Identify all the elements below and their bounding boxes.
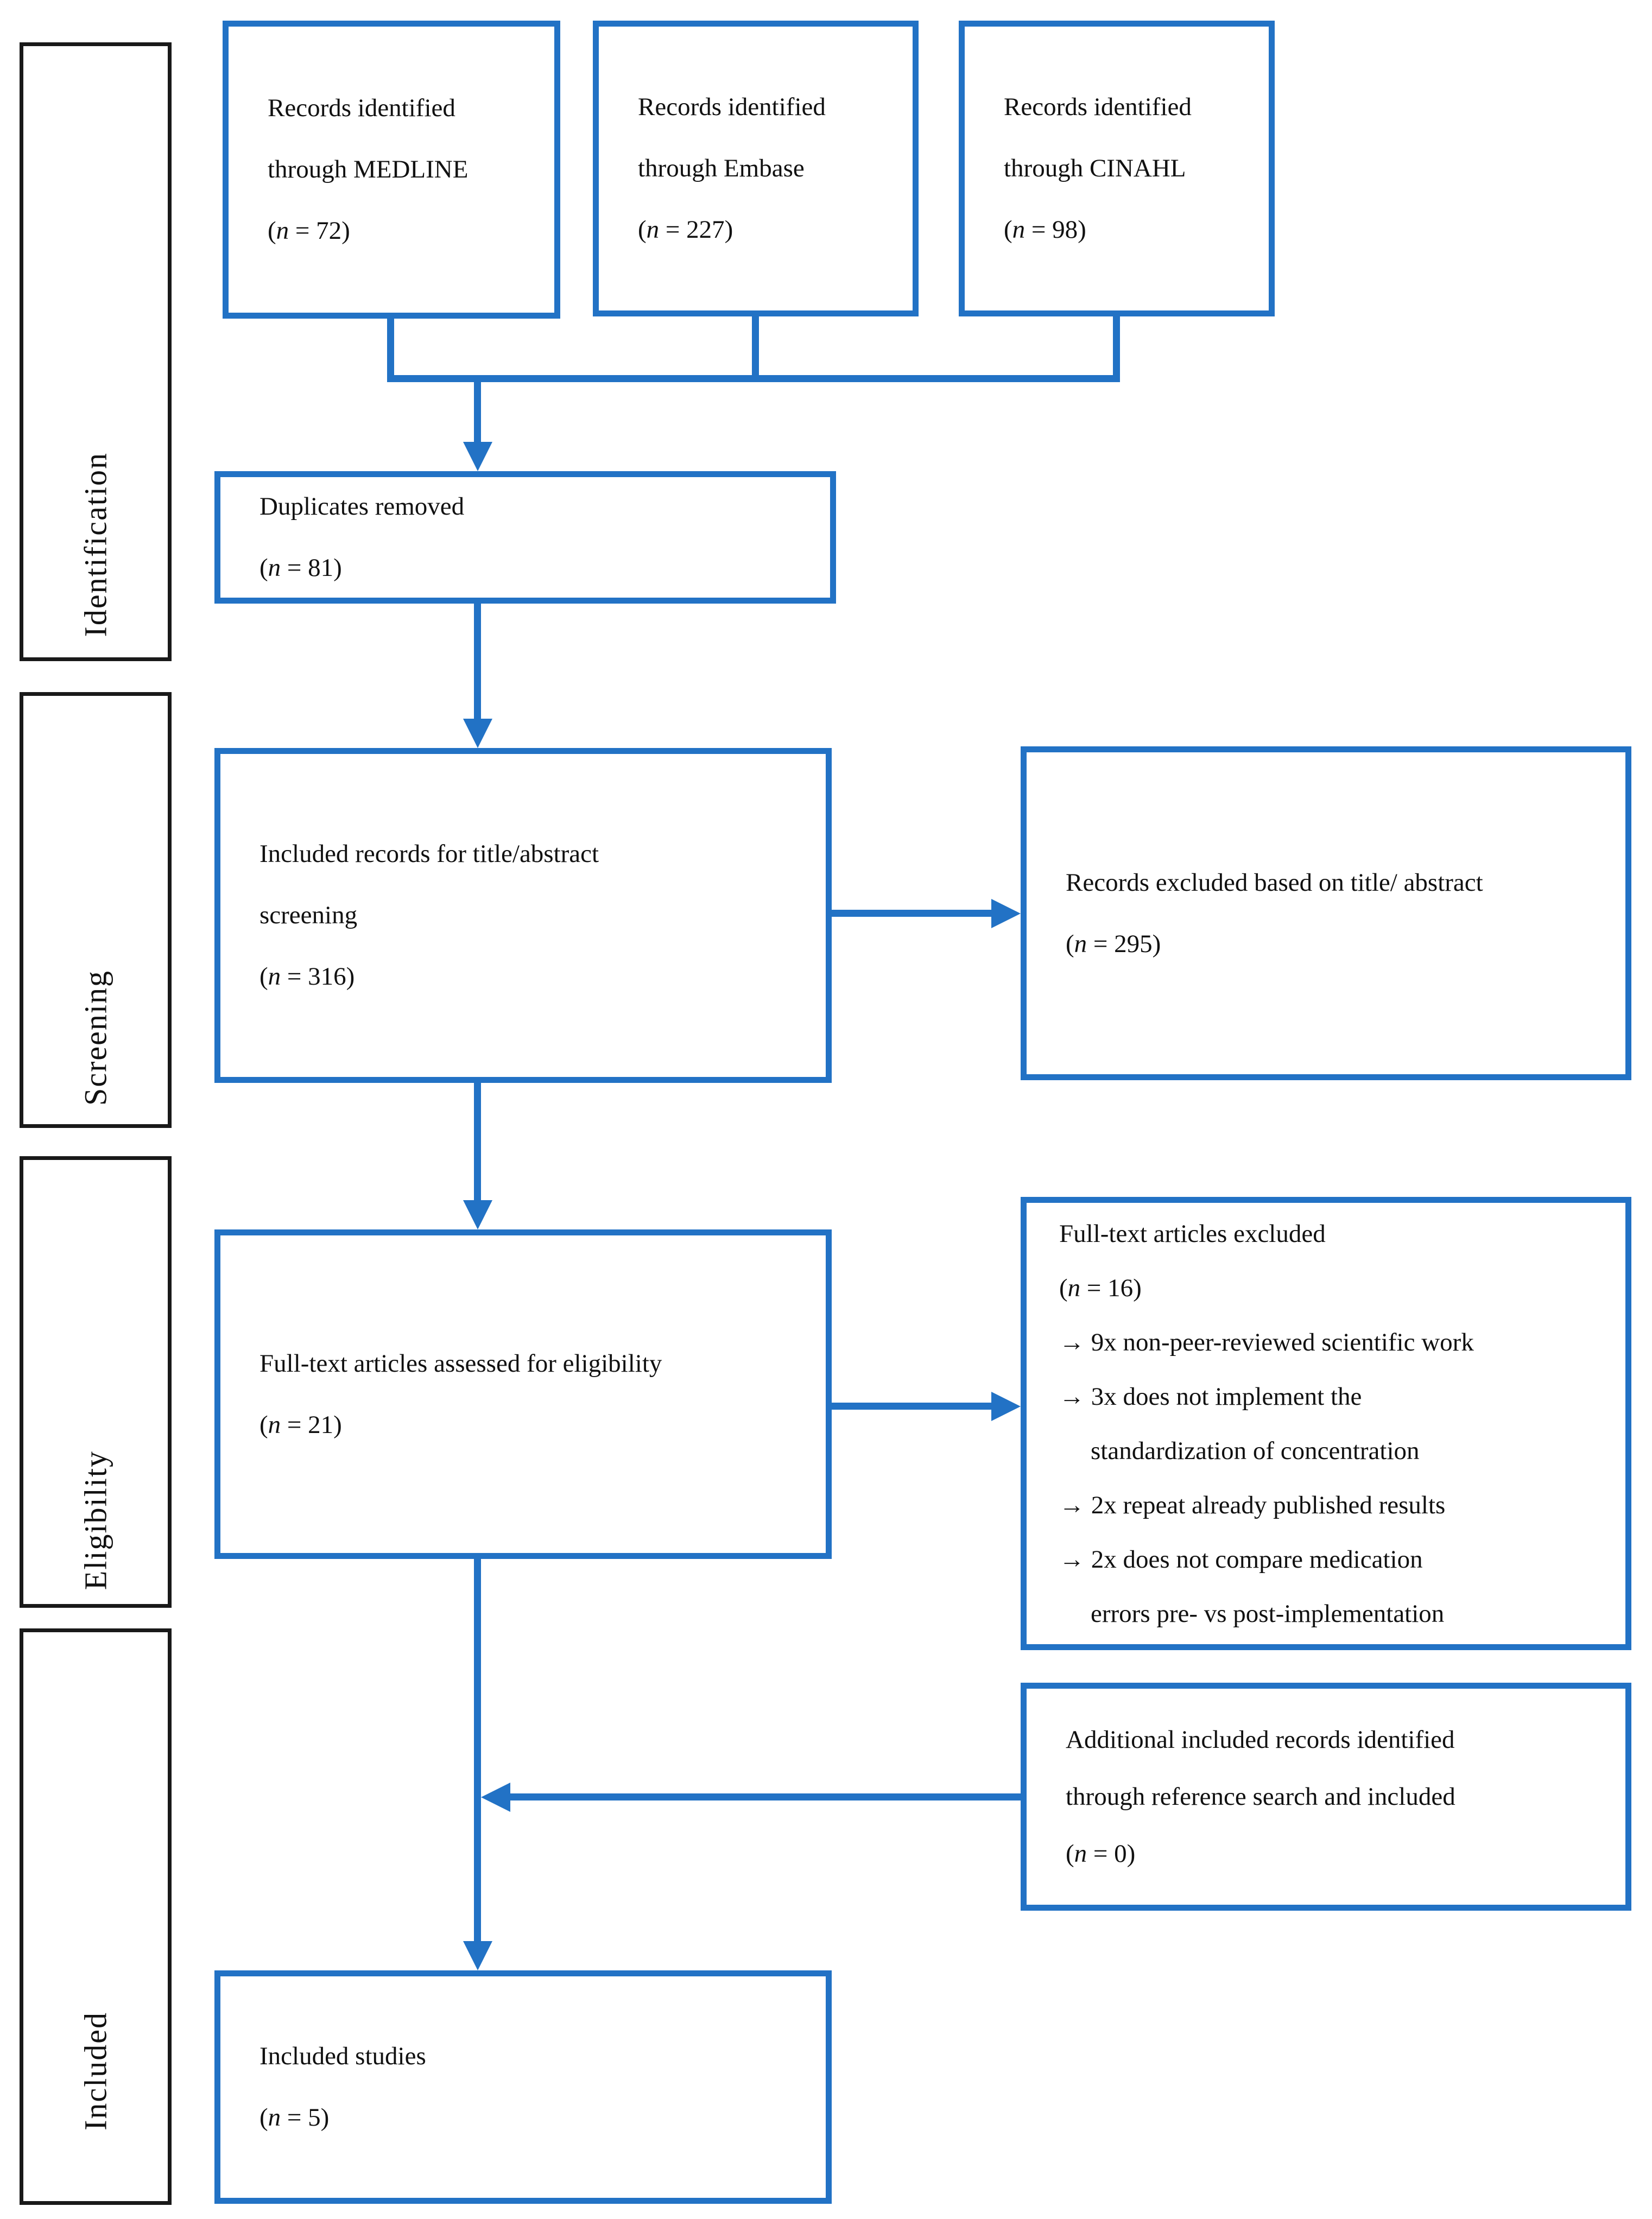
box-duplicates-removed: Duplicates removed (n = 81) xyxy=(214,471,836,604)
stage-label-included: Included xyxy=(78,2012,113,2131)
box-count: (n = 295) xyxy=(1066,929,1161,958)
box-fulltext-assessed: Full-text articles assessed for eligibil… xyxy=(214,1229,832,1559)
arrow-line-fulltext-to-included xyxy=(474,1557,481,1942)
box-included-studies: Included studies (n = 5) xyxy=(214,1970,832,2204)
arrow-line-screening-to-fulltext xyxy=(474,1081,481,1202)
box-text: Included studies xyxy=(259,2042,426,2070)
box-text: Records identified xyxy=(268,94,455,122)
box-text: Additional included records identified xyxy=(1066,1725,1455,1754)
arrowhead-right-to-fulltext-excluded xyxy=(991,1392,1021,1421)
arrow-line-additional-to-spine xyxy=(509,1793,1022,1800)
arrowhead-down-to-screening xyxy=(463,719,492,748)
connector-stub-embase xyxy=(752,315,759,382)
box-fulltext-excluded: Full-text articles excluded (n = 16) → 9… xyxy=(1021,1197,1631,1650)
box-source-medline: Records identified through MEDLINE (n = … xyxy=(223,21,560,319)
arrowhead-down-to-duplicates xyxy=(463,442,492,471)
box-count: (n = 227) xyxy=(638,215,733,244)
connector-stub-cinahl xyxy=(1113,315,1120,382)
stage-label-eligibility: Eligibility xyxy=(78,1450,113,1590)
arrowhead-down-to-fulltext xyxy=(463,1200,492,1229)
box-count: (n = 5) xyxy=(259,2103,330,2132)
box-text: Full-text articles assessed for eligibil… xyxy=(259,1349,662,1378)
box-text: Duplicates removed xyxy=(259,492,465,521)
box-count: (n = 21) xyxy=(259,1410,342,1439)
exclusion-reason: → 3x does not implement the xyxy=(1059,1382,1362,1411)
box-additional-records: Additional included records identified t… xyxy=(1021,1683,1631,1911)
box-text: through Embase xyxy=(638,154,805,182)
box-text: through MEDLINE xyxy=(268,155,469,183)
box-text: Included records for title/abstract xyxy=(259,840,599,868)
box-text: Records excluded based on title/ abstrac… xyxy=(1066,868,1483,897)
box-count: (n = 72) xyxy=(268,217,350,245)
exclusion-reason: → 2x repeat already published results xyxy=(1059,1491,1446,1519)
box-text: Records identified xyxy=(1004,93,1192,121)
sidebar-section-eligibility: Eligibility xyxy=(20,1156,172,1608)
box-text: through CINAHL xyxy=(1004,154,1186,182)
box-text: Full-text articles excluded xyxy=(1059,1219,1326,1248)
box-count: (n = 81) xyxy=(259,554,342,582)
box-text: Records identified xyxy=(638,93,826,121)
connector-stub-medline xyxy=(387,318,394,382)
box-excluded-title-abstract: Records excluded based on title/ abstrac… xyxy=(1021,746,1631,1080)
stage-label-identification: Identification xyxy=(78,452,113,637)
exclusion-reason: → 9x non-peer-reviewed scientific work xyxy=(1059,1328,1474,1356)
box-source-cinahl: Records identified through CINAHL (n = 9… xyxy=(959,21,1275,316)
box-count: (n = 316) xyxy=(259,962,355,991)
arrow-line-to-excluded-title-abstract xyxy=(830,910,995,917)
box-text: through reference search and included xyxy=(1066,1782,1455,1811)
arrow-line-duplicates-to-screening xyxy=(474,601,481,721)
box-count: (n = 0) xyxy=(1066,1839,1136,1868)
arrowhead-right-to-excluded-title-abstract xyxy=(991,899,1021,928)
box-count: (n = 98) xyxy=(1004,215,1086,244)
exclusion-reason: → 2x does not compare medication xyxy=(1059,1545,1423,1574)
arrow-line-to-duplicates xyxy=(474,375,481,444)
sidebar-section-identification: Identification xyxy=(20,42,172,661)
arrowhead-left-to-spine xyxy=(481,1783,510,1812)
sidebar-section-included: Included xyxy=(20,1628,172,2205)
stage-label-screening: Screening xyxy=(78,970,113,1106)
connector-merge-bus xyxy=(387,375,1120,382)
box-source-embase: Records identified through Embase (n = 2… xyxy=(593,21,919,316)
sidebar-section-screening: Screening xyxy=(20,692,172,1128)
exclusion-reason-continuation: standardization of concentration xyxy=(1091,1436,1420,1465)
box-title-abstract-screening: Included records for title/abstract scre… xyxy=(214,748,832,1083)
arrow-line-to-fulltext-excluded xyxy=(830,1403,995,1410)
box-count: (n = 16) xyxy=(1059,1273,1142,1302)
exclusion-reason-continuation: errors pre- vs post-implementation xyxy=(1091,1599,1445,1628)
box-text: screening xyxy=(259,901,358,929)
arrowhead-down-to-included-studies xyxy=(463,1941,492,1970)
